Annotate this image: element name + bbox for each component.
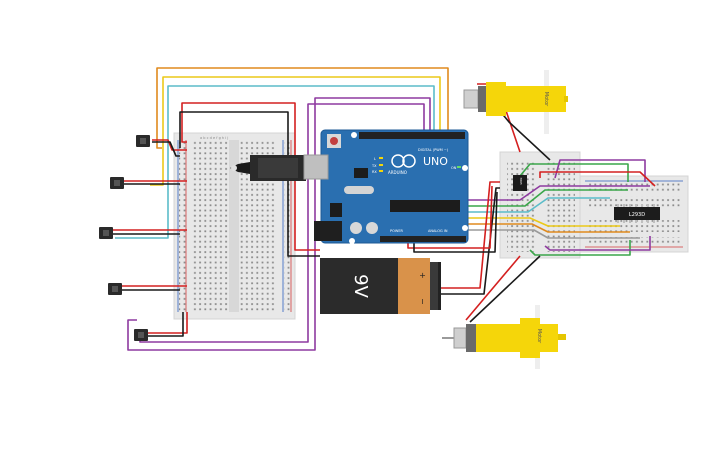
small-breadboard: [499, 151, 581, 259]
wire-arduino-bottom-black: [413, 191, 498, 253]
arduino-power-header: POWER: [390, 229, 404, 233]
wire-purple-long: [127, 97, 431, 351]
wire-red-top: [181, 102, 320, 251]
wire-purple-right: [554, 159, 646, 182]
driver-ic-label: L293D: [629, 212, 645, 218]
battery-9v: 9V + −: [320, 258, 441, 314]
battery-plus: +: [418, 272, 427, 279]
wire-cyan: [115, 85, 435, 239]
wire-battery-red: [435, 181, 500, 289]
arduino-led-rx: RX: [372, 170, 377, 174]
wire-red-sensor: [152, 139, 187, 151]
voltage-regulator: 7805: [513, 175, 527, 191]
arduino-led-on: ON: [451, 166, 457, 170]
motor-top: Motor: [463, 70, 568, 134]
arduino-led-l: L: [374, 157, 376, 161]
wire-green-bottom: [529, 240, 631, 256]
wire-black-top: [179, 111, 320, 257]
arduino-digital-header: DIGITAL (PWM ~): [418, 148, 449, 152]
arduino-analog-header: ANALOG IN: [428, 229, 448, 233]
wire-arduino-bottom-red: [407, 185, 493, 249]
wire-purple-bottom: [544, 236, 651, 251]
wire-red-right: [539, 171, 656, 187]
sensor-2: [110, 177, 124, 189]
battery-label: 9V: [350, 274, 371, 298]
sensor-4: [108, 283, 122, 295]
motor-bottom: Motor: [442, 305, 566, 369]
motor-top-label: Motor: [543, 92, 549, 107]
wire-green-right: [519, 163, 629, 182]
ultrasonic-module: [230, 155, 306, 181]
sensor-1: [136, 135, 150, 147]
wire-motor-bottom-red: [465, 255, 521, 321]
sensor-3: [99, 227, 113, 239]
wire-yellow: [150, 76, 441, 186]
motor-bottom-label: Motor: [536, 329, 542, 344]
regulator-label: 7805: [519, 177, 523, 185]
wire-orange: [156, 67, 449, 149]
battery-minus: −: [418, 298, 427, 305]
wire-black-sensor: [152, 141, 180, 157]
motor-driver-ic: L293D: [614, 204, 660, 223]
arduino-model-label: UNO: [423, 155, 448, 168]
wire-motor-bottom-black: [469, 255, 541, 323]
sensor-5: [134, 329, 148, 341]
arduino-uno-board: UNO ARDUINO DIGITAL (PWM ~) ANALOG IN PO…: [303, 129, 469, 244]
wire-black-5: [148, 312, 184, 337]
arduino-led-tx: TX: [371, 164, 377, 168]
wire-red-5: [148, 312, 188, 334]
breadboard-column-letters: a b c d e f g h i j: [200, 136, 228, 140]
arduino-brand-label: ARDUINO: [388, 170, 407, 175]
